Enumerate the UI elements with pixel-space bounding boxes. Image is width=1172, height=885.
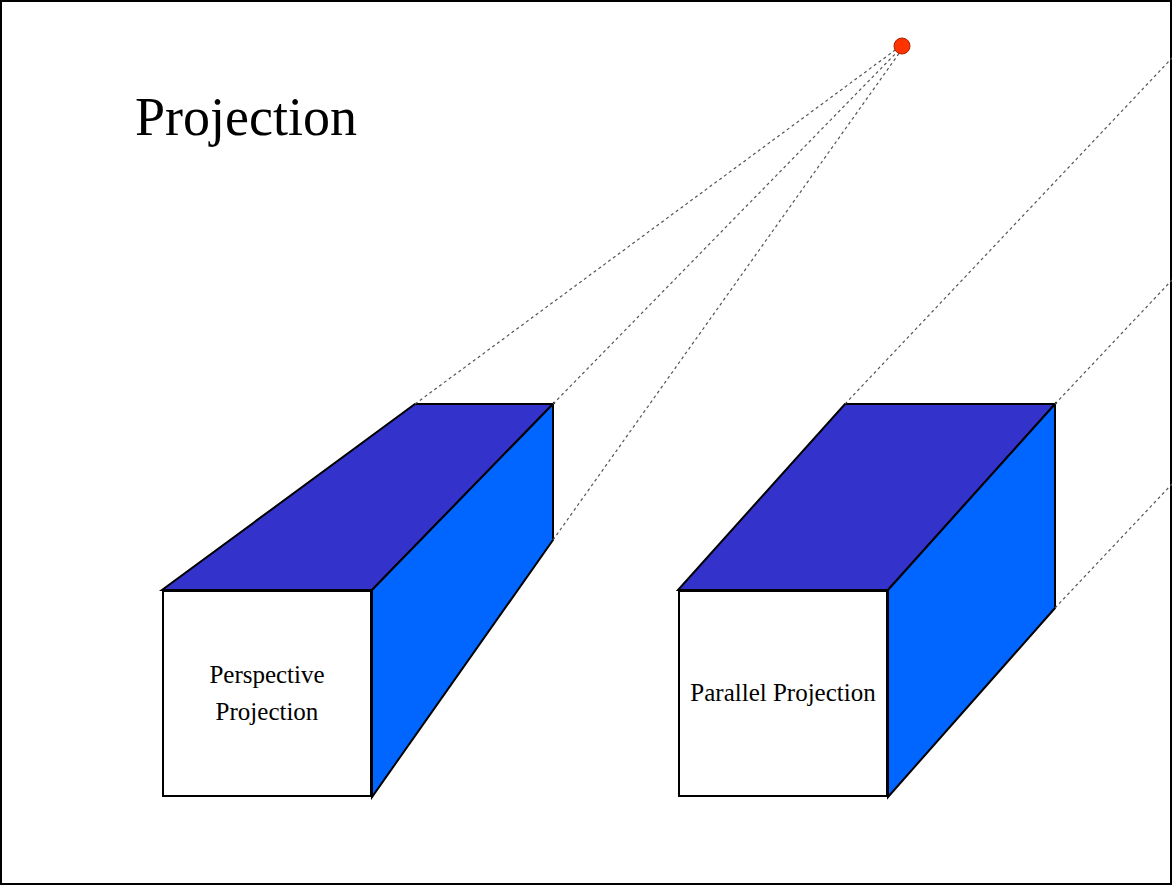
box-label: Perspective Projection: [172, 657, 362, 730]
projector-line: [415, 48, 898, 404]
projector-line: [1055, 280, 1172, 404]
projector-line: [1055, 484, 1172, 608]
box-side-face: [372, 404, 553, 797]
projector-lines: [845, 58, 1172, 608]
box-label: Parallel Projection: [690, 675, 875, 711]
projector-line: [845, 58, 1172, 404]
center-of-projection: [894, 38, 910, 54]
box-side-face: [888, 404, 1055, 797]
diagram-title: Projection: [135, 88, 357, 147]
box-front-face: Perspective Projection: [162, 590, 372, 797]
projector-line: [553, 50, 899, 404]
box-front-face: Parallel Projection: [678, 590, 888, 797]
